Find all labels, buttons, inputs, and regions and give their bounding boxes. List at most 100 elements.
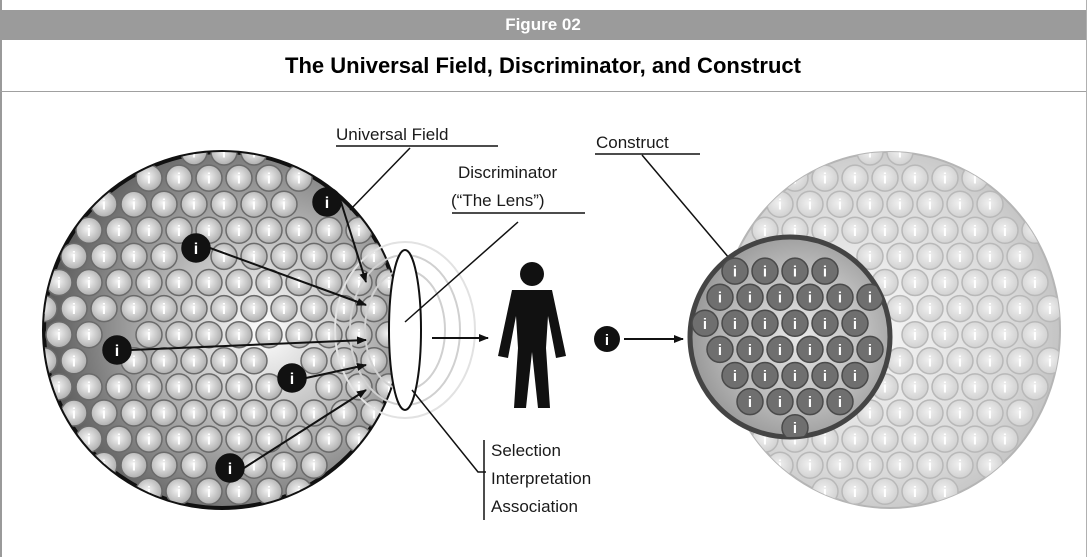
svg-text:i: i [913, 485, 917, 501]
svg-text:i: i [162, 406, 166, 422]
info-bubble-icon: i [961, 164, 989, 192]
selection-arrow [340, 201, 368, 283]
svg-text:i: i [778, 291, 782, 307]
info-bubble-icon: i [961, 320, 989, 349]
svg-text:i: i [973, 172, 977, 188]
construct-info-bubble-icon: i [751, 361, 779, 390]
svg-text:i: i [928, 459, 932, 475]
svg-text:i: i [1003, 276, 1007, 292]
info-bubble-icon: i [210, 294, 238, 323]
svg-text:i: i [147, 380, 151, 396]
svg-text:i: i [342, 250, 346, 266]
svg-text:i: i [194, 240, 198, 258]
info-bubble-icon: i [60, 347, 88, 375]
info-bubble-icon: i [330, 399, 358, 427]
construct-info-bubble-icon: i [826, 283, 854, 311]
construct-info-bubble-icon: i [751, 257, 779, 285]
info-bubble-icon: i [180, 294, 208, 323]
svg-text:i: i [342, 302, 346, 318]
info-bubble-icon: i [976, 347, 1004, 375]
info-bubble-icon: i [210, 347, 238, 375]
info-bubble-icon: i [135, 373, 163, 401]
svg-text:i: i [988, 198, 992, 214]
svg-text:i: i [793, 317, 797, 333]
info-bubble-icon: i [976, 399, 1004, 427]
info-bubble-icon: i [120, 242, 148, 271]
svg-text:i: i [943, 328, 947, 344]
svg-text:i: i [342, 354, 346, 370]
info-bubble-icon: i [120, 399, 148, 427]
info-bubble-icon: i [195, 425, 223, 453]
svg-text:i: i [72, 250, 76, 266]
info-bubble-icon: i [871, 425, 899, 453]
info-bubble-icon: i [931, 164, 959, 192]
info-bubble-icon: i [165, 268, 193, 297]
lens-icon [388, 249, 422, 411]
svg-text:Universal Field: Universal Field [336, 125, 448, 144]
svg-text:i: i [297, 224, 301, 240]
svg-text:i: i [282, 459, 286, 475]
svg-text:i: i [327, 276, 331, 292]
svg-text:i: i [252, 302, 256, 318]
svg-text:i: i [958, 459, 962, 475]
svg-text:i: i [115, 342, 119, 360]
svg-text:i: i [72, 406, 76, 422]
svg-text:i: i [192, 145, 196, 161]
svg-text:i: i [838, 459, 842, 475]
svg-text:i: i [222, 145, 226, 161]
svg-text:i: i [207, 485, 211, 501]
construct-info-bubble-icon: i [706, 335, 734, 364]
svg-text:i: i [1003, 380, 1007, 396]
svg-text:i: i [988, 459, 992, 475]
svg-text:i: i [883, 224, 887, 240]
info-bubble-icon: i [931, 425, 959, 453]
info-bubble-icon: i [225, 216, 253, 245]
person-silhouette-icon [498, 262, 566, 408]
svg-text:i: i [222, 354, 226, 370]
info-bubble-icon: i [1021, 373, 1049, 401]
info-bubble-icon: i [240, 347, 268, 375]
info-bubble-icon: i [901, 425, 929, 453]
selection-arrow [130, 336, 367, 351]
info-bubble-icon: i [240, 152, 268, 166]
svg-text:i: i [282, 406, 286, 422]
svg-text:i: i [943, 433, 947, 449]
svg-text:i: i [312, 459, 316, 475]
svg-text:i: i [973, 433, 977, 449]
construct-info-bubble-icon: i [736, 335, 764, 364]
info-bubble-icon: i [150, 347, 178, 375]
svg-text:i: i [808, 343, 812, 359]
svg-text:i: i [913, 224, 917, 240]
svg-text:i: i [327, 224, 331, 240]
svg-text:i: i [853, 224, 857, 240]
svg-text:i: i [132, 250, 136, 266]
info-bubble-icon: i [180, 190, 208, 218]
svg-text:i: i [387, 276, 391, 292]
construct-info-bubble-icon: i [751, 309, 779, 338]
svg-text:i: i [928, 406, 932, 422]
construct-info-bubble-icon: i [736, 283, 764, 311]
svg-text:i: i [823, 317, 827, 333]
svg-text:i: i [237, 433, 241, 449]
svg-text:i: i [763, 433, 767, 449]
svg-text:i: i [325, 194, 329, 212]
info-bubble-icon: i [165, 373, 193, 401]
info-bubble-icon: i [901, 164, 929, 192]
svg-text:i: i [1048, 354, 1052, 370]
svg-text:i: i [823, 369, 827, 385]
svg-text:(“The Lens”): (“The Lens”) [451, 191, 545, 210]
svg-text:i: i [192, 198, 196, 214]
info-bubble-icon: i [165, 425, 193, 453]
info-bubble-icon: i [180, 347, 208, 375]
svg-text:i: i [117, 276, 121, 292]
svg-text:i: i [853, 433, 857, 449]
info-bubble-icon: i [60, 242, 88, 271]
info-bubble-icon: i [946, 347, 974, 375]
svg-text:i: i [177, 224, 181, 240]
info-bubble-icon: i [766, 190, 794, 218]
info-bubble-icon: i [180, 145, 208, 166]
info-bubble-icon: i [1036, 294, 1060, 323]
svg-text:i: i [823, 224, 827, 240]
info-bubble-icon: i [105, 425, 133, 453]
